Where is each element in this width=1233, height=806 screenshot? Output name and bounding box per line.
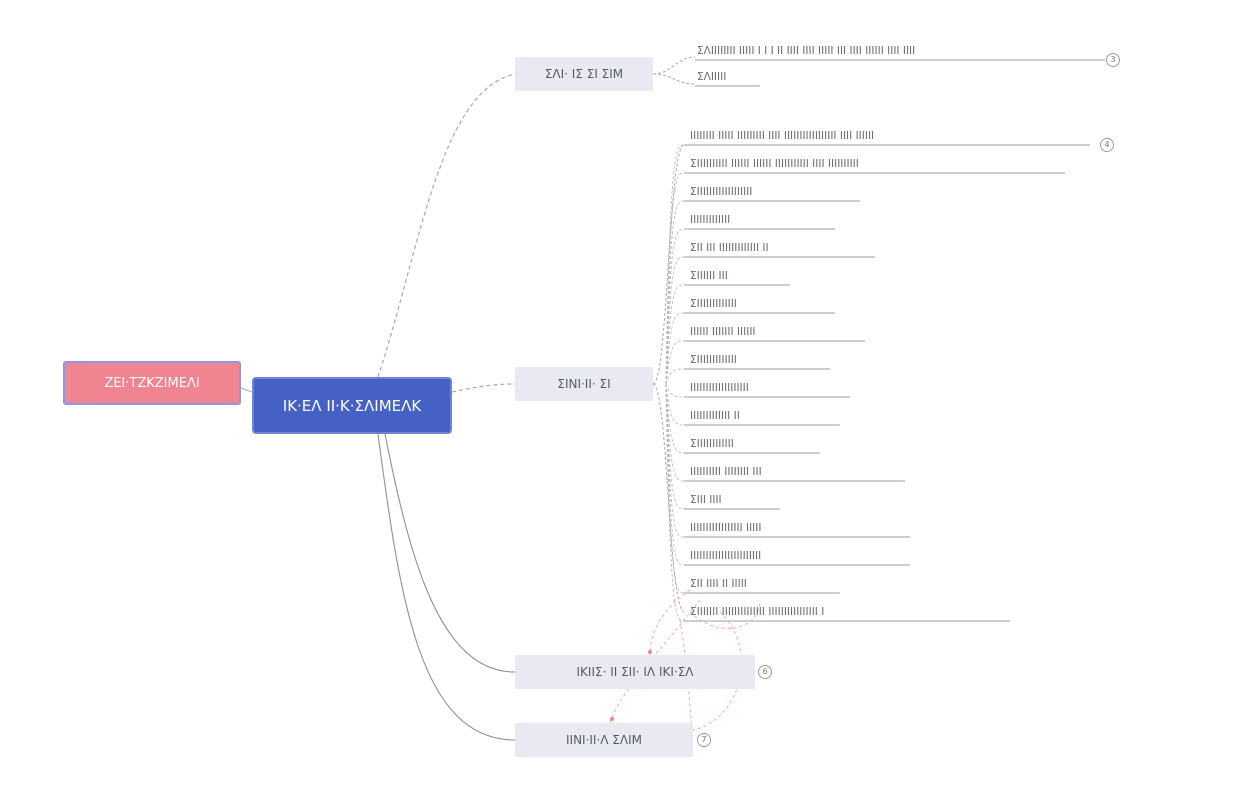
leaf-connector	[665, 144, 685, 385]
leaf-topic[interactable]: ΣΙΙΙΙΙΙΙΙΙΙ ΙΙΙΙΙΙ ΙΙΙΙΙΙ ΙΙΙΙΙΙΙΙΙΙΙ ΙΙ…	[690, 156, 1065, 172]
leaf-label: ΣΙΙΙΙΙΙΙΙΙΙΙΙΙ	[690, 354, 737, 366]
connector-b0-leaf-0	[652, 56, 696, 75]
central-topic[interactable]: ΙΚ·ΕΛ ΙΙ·Κ·ΣΛΙΜΕΛΚ	[252, 377, 452, 434]
relation-line-b	[609, 599, 701, 724]
branch-node[interactable]: ΣΛΙ· ΙΣ ΣΙ ΣΙΜ	[515, 57, 653, 91]
leaf-connector	[665, 312, 685, 385]
connector-b0-leaf-1	[652, 73, 696, 85]
leaf-topic[interactable]: ΙΙΙΙΙΙΙΙ ΙΙΙΙΙ ΙΙΙΙΙΙΙΙΙ ΙΙΙΙ ΙΙΙΙΙΙΙΙΙΙ…	[690, 128, 1090, 144]
connector-b1-spine	[652, 143, 685, 385]
leaf-connector	[665, 383, 685, 538]
connector-center-branch-3	[377, 433, 516, 741]
leaf-topic[interactable]: ΣΙΙΙΙΙΙ ΙΙΙ	[690, 268, 790, 284]
leaf-topic[interactable]: ΣΙΙΙ ΙΙΙΙ	[690, 492, 780, 508]
leaf-topic[interactable]: ΙΙΙΙΙΙΙΙΙΙΙΙΙ	[690, 212, 835, 228]
leaf-label: ΙΙΙΙΙΙΙΙΙΙΙΙΙΙΙΙΙ ΙΙΙΙΙ	[690, 522, 762, 534]
leaf-label: ΣΙΙΙΙΙΙΙΙΙΙΙΙΙΙΙΙΙΙ	[690, 186, 753, 198]
leaf-label: ΣΛΙΙΙΙΙ	[697, 71, 727, 83]
leaf-label: ΙΙΙΙΙΙΙΙ ΙΙΙΙΙ ΙΙΙΙΙΙΙΙΙ ΙΙΙΙ ΙΙΙΙΙΙΙΙΙΙ…	[690, 130, 875, 142]
branch-label: ΣΛΙ· ΙΣ ΣΙ ΣΙΜ	[544, 67, 624, 81]
connector-center-branch-0	[377, 73, 516, 378]
leaf-label: ΣΙΙΙΙΙΙΙ ΙΙΙΙΙΙΙΙΙΙΙΙΙΙ ΙΙΙΙΙΙΙΙΙΙΙΙΙΙΙΙ…	[690, 606, 825, 618]
leaf-topic[interactable]: ΣΙΙΙΙΙΙΙΙΙΙΙΙ	[690, 436, 820, 452]
leaf-label: ΙΙΙΙΙΙ ΙΙΙΙΙΙΙ ΙΙΙΙΙΙ	[690, 326, 756, 338]
leaf-topic[interactable]: ΣΙΙΙΙΙΙΙΙΙΙΙΙΙΙΙΙΙΙ	[690, 184, 860, 200]
leaf-label: ΣΙΙΙΙΙΙΙΙΙΙΙΙ	[690, 438, 734, 450]
collapse-toggle-icon[interactable]: 6	[758, 665, 772, 679]
leaf-label: ΣΙΙΙΙΙΙ ΙΙΙ	[690, 270, 728, 282]
collapse-toggle-icon[interactable]: 3	[1106, 53, 1120, 67]
leaf-topic[interactable]: ΙΙΙΙΙΙΙΙΙΙΙΙΙΙΙΙΙ ΙΙΙΙΙ	[690, 520, 910, 536]
leaf-label: ΙΙΙΙΙΙΙΙΙΙΙΙΙ	[690, 214, 731, 226]
collapse-toggle-icon[interactable]: 7	[697, 733, 711, 747]
branch-node[interactable]: ΣΙΝΙ·ΙΙ· ΣΙ	[515, 367, 653, 401]
leaf-connector	[665, 256, 685, 385]
floating-topic[interactable]: ΖΕΙ·ΤΖΚΖΙΜΕΛΙ	[63, 361, 241, 405]
connector-b1-spine-lower	[652, 383, 685, 613]
relation-arrow-a	[648, 650, 652, 654]
leaf-connector	[665, 368, 685, 385]
collapse-count: 3	[1110, 55, 1116, 64]
leaf-topic[interactable]: ΙΙΙΙΙΙΙΙΙΙΙΙΙΙΙΙΙΙΙΙΙΙΙ	[690, 548, 910, 564]
floating-topic-label: ΖΕΙ·ΤΖΚΖΙΜΕΛΙ	[104, 375, 200, 391]
connector-center-topic-left	[240, 387, 253, 393]
leaf-topic[interactable]: ΙΙΙΙΙΙΙΙΙΙ ΙΙΙΙΙΙΙΙ ΙΙΙ	[690, 464, 905, 480]
leaf-label: ΙΙΙΙΙΙΙΙΙΙΙΙΙ ΙΙ	[690, 410, 740, 422]
leaf-topic[interactable]: ΣΙΙ ΙΙΙ ΙΙΙΙΙΙΙΙΙΙΙΙΙ ΙΙ	[690, 240, 875, 256]
leaf-topic[interactable]: ΣΙΙΙΙΙΙΙΙΙΙΙΙΙ	[690, 352, 830, 368]
branch-label: ΙΙΝΙ·ΙΙ·Λ ΣΛΙΜ	[565, 733, 642, 747]
branch-1-leaf-underlines	[665, 144, 1090, 622]
branch-label: ΙΚΙΙΣ· ΙΙ ΣΙΙ· ΙΛ ΙΚΙ·ΣΛ	[576, 665, 694, 679]
leaf-connector	[665, 172, 685, 385]
collapse-toggle-icon[interactable]: 4	[1100, 138, 1114, 152]
leaf-connector	[665, 228, 685, 385]
leaf-label: ΣΙΙ ΙΙΙ ΙΙΙΙΙΙΙΙΙΙΙΙΙ ΙΙ	[690, 242, 769, 254]
leaf-topic[interactable]: ΙΙΙΙΙΙΙΙΙΙΙΙΙΙΙΙΙΙΙ	[690, 380, 850, 396]
leaf-topic[interactable]: ΣΙΙ ΙΙΙΙ ΙΙ ΙΙΙΙΙ	[690, 576, 840, 592]
relation-line-c	[689, 599, 761, 629]
relation-arrow-b	[610, 717, 614, 721]
leaf-label: ΣΙΙΙΙΙΙΙΙΙΙΙΙΙ	[690, 298, 737, 310]
leaf-topic[interactable]: ΣΛΙΙΙΙΙ	[697, 69, 759, 85]
collapse-count: 7	[701, 735, 707, 744]
leaf-connector	[665, 200, 685, 385]
leaf-topic[interactable]: ΣΙΙΙΙΙΙΙ ΙΙΙΙΙΙΙΙΙΙΙΙΙΙ ΙΙΙΙΙΙΙΙΙΙΙΙΙΙΙΙ…	[690, 604, 1010, 620]
leaf-topic[interactable]: ΙΙΙΙΙΙΙΙΙΙΙΙΙ ΙΙ	[690, 408, 840, 424]
leaf-connector	[665, 383, 685, 398]
relation-line-e	[692, 611, 742, 731]
leaf-topic[interactable]: ΣΙΙΙΙΙΙΙΙΙΙΙΙΙ	[690, 296, 835, 312]
leaf-label: ΙΙΙΙΙΙΙΙΙΙΙΙΙΙΙΙΙΙΙ	[690, 382, 749, 394]
leaf-connector	[665, 383, 685, 454]
branch-node[interactable]: ΙΙΝΙ·ΙΙ·Λ ΣΛΙΜ	[515, 723, 693, 757]
leaf-connector	[665, 284, 685, 385]
leaf-label: ΙΙΙΙΙΙΙΙΙΙ ΙΙΙΙΙΙΙΙ ΙΙΙ	[690, 466, 762, 478]
leaf-connector	[665, 383, 685, 622]
leaf-topic[interactable]: ΣΛΙΙΙΙΙΙΙΙ ΙΙΙΙΙ Ι Ι Ι ΙΙ ΙΙΙΙ ΙΙΙΙ ΙΙΙΙ…	[697, 43, 1102, 59]
leaf-topic[interactable]: ΙΙΙΙΙΙ ΙΙΙΙΙΙΙ ΙΙΙΙΙΙ	[690, 324, 865, 340]
leaf-label: ΙΙΙΙΙΙΙΙΙΙΙΙΙΙΙΙΙΙΙΙΙΙΙ	[690, 550, 762, 562]
branch-label: ΣΙΝΙ·ΙΙ· ΣΙ	[557, 377, 611, 391]
relation-line-a	[649, 589, 691, 656]
collapse-count: 4	[1104, 140, 1110, 149]
leaf-label: ΣΙΙ ΙΙΙΙ ΙΙ ΙΙΙΙΙ	[690, 578, 747, 590]
collapse-count: 6	[762, 667, 768, 676]
leaf-label: ΣΛΙΙΙΙΙΙΙΙ ΙΙΙΙΙ Ι Ι Ι ΙΙ ΙΙΙΙ ΙΙΙΙ ΙΙΙΙ…	[697, 45, 916, 57]
central-topic-label: ΙΚ·ΕΛ ΙΙ·Κ·ΣΛΙΜΕΛΚ	[282, 396, 422, 415]
relation-line-d	[679, 619, 694, 741]
leaf-label: ΣΙΙΙ ΙΙΙΙ	[690, 494, 722, 506]
connector-center-branch-2	[384, 433, 516, 673]
leaf-connector	[665, 383, 685, 426]
branch-node[interactable]: ΙΚΙΙΣ· ΙΙ ΣΙΙ· ΙΛ ΙΚΙ·ΣΛ	[515, 655, 755, 689]
leaf-label: ΣΙΙΙΙΙΙΙΙΙΙ ΙΙΙΙΙΙ ΙΙΙΙΙΙ ΙΙΙΙΙΙΙΙΙΙΙ ΙΙ…	[690, 158, 859, 170]
connector-center-branch-1	[451, 383, 516, 393]
